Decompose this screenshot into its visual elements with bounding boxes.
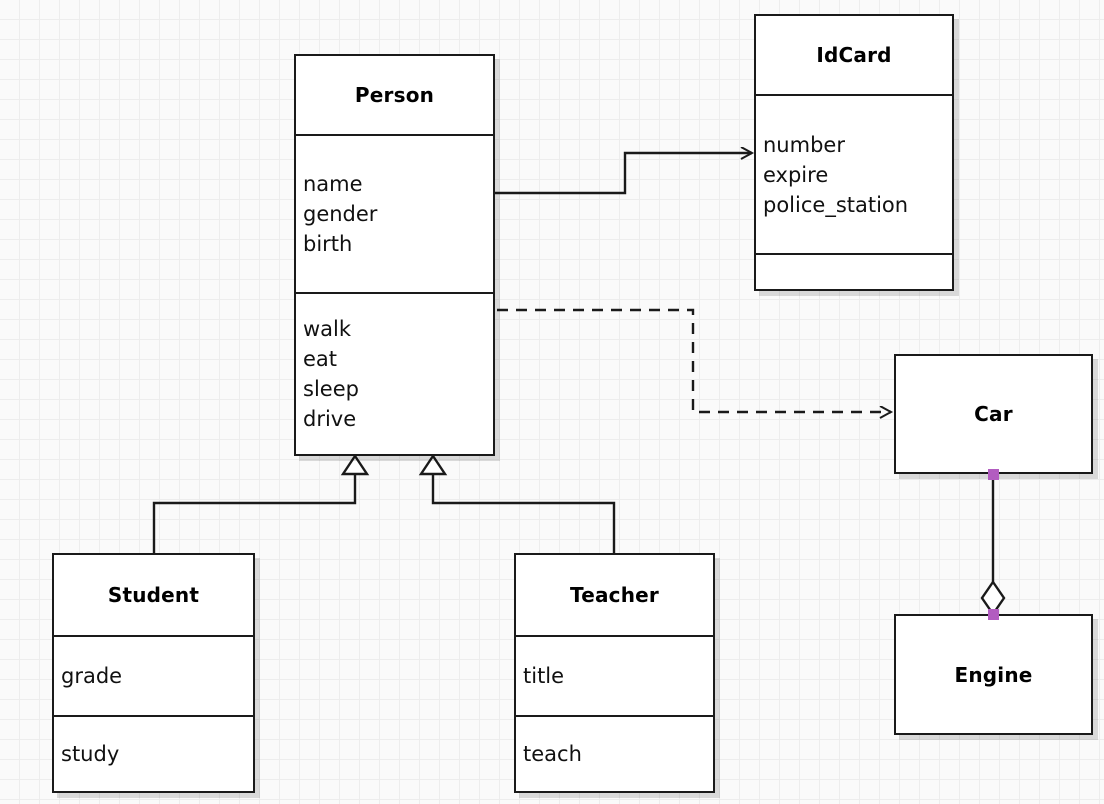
methods-student: study <box>54 715 253 791</box>
method-item: walk <box>303 317 352 341</box>
attribute-item: grade <box>61 664 123 688</box>
edge-teacher-person[interactable] <box>418 453 616 553</box>
attributes-person: name gender birth <box>296 134 493 292</box>
class-name-student: Student <box>107 583 200 607</box>
class-name-teacher: Teacher <box>570 583 659 607</box>
attribute-item: expire <box>763 162 829 187</box>
methods-teacher: teach <box>516 715 713 791</box>
class-name-car: Car <box>974 402 1013 426</box>
class-name-person: Person <box>354 83 435 107</box>
attributes-teacher: title <box>516 635 713 715</box>
class-box-car[interactable]: Car <box>894 354 1093 474</box>
class-box-teacher[interactable]: Teacher title teach <box>514 553 715 793</box>
methods-person: walk eat sleep drive <box>296 292 493 454</box>
edge-person-car[interactable] <box>497 308 891 412</box>
class-box-idcard[interactable]: IdCard number expire police_station <box>754 14 954 291</box>
edge-handle-engine-end[interactable] <box>988 609 999 620</box>
edge-student-person[interactable] <box>152 453 370 553</box>
edge-handle-car-end[interactable] <box>988 469 999 480</box>
attributes-student: grade <box>54 635 253 715</box>
attribute-item: number <box>763 132 845 157</box>
class-box-engine[interactable]: Engine <box>894 614 1093 735</box>
attribute-item: birth <box>303 232 353 256</box>
attribute-item: name <box>303 172 363 196</box>
attribute-item: gender <box>303 202 378 226</box>
method-item: eat <box>303 347 338 371</box>
method-item: sleep <box>303 377 359 401</box>
method-item: study <box>61 742 120 766</box>
methods-idcard <box>756 253 952 289</box>
attribute-item: police_station <box>763 192 909 217</box>
class-box-student[interactable]: Student grade study <box>52 553 255 793</box>
attributes-idcard: number expire police_station <box>756 94 952 253</box>
class-name-engine: Engine <box>954 662 1033 687</box>
edge-person-idcard[interactable] <box>495 153 752 195</box>
method-item: teach <box>523 742 582 766</box>
edge-car-engine[interactable] <box>980 474 1006 617</box>
method-item: drive <box>303 407 357 431</box>
attribute-item: title <box>523 664 565 688</box>
class-box-person[interactable]: Person name gender birth walk eat sleep … <box>294 54 495 456</box>
class-name-idcard: IdCard <box>816 43 892 67</box>
